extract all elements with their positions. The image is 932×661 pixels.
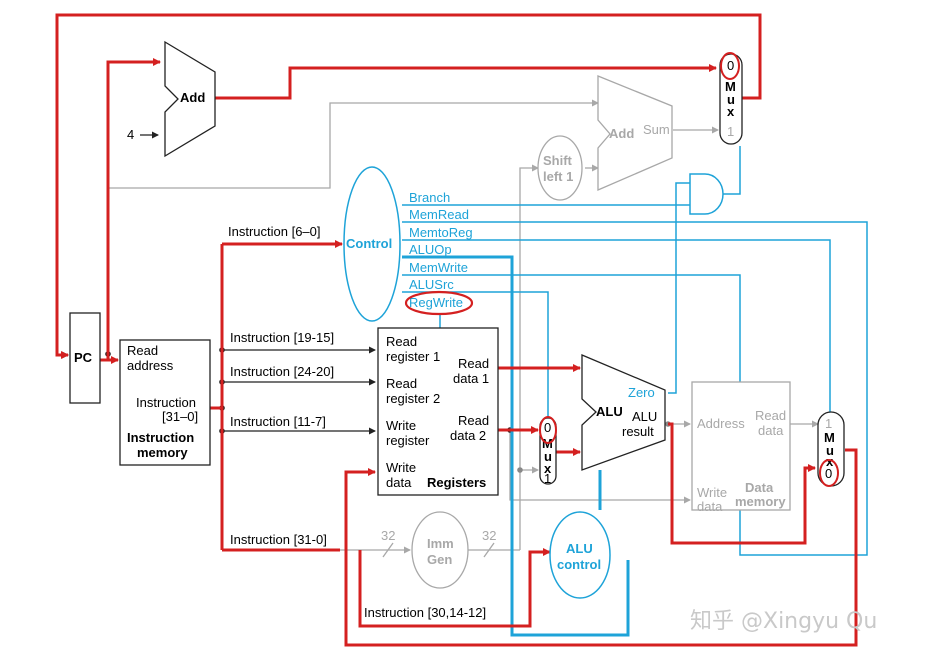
pc-mux-m: M	[725, 79, 736, 94]
field-11-7: Instruction [11-7]	[230, 414, 326, 429]
shift-left: Shift left 1	[537, 135, 583, 201]
im-read-address-1: Read	[127, 343, 158, 358]
im-instruction-2: [31–0]	[162, 409, 198, 424]
field-31-0: Instruction [31-0]	[230, 532, 327, 547]
alu-result-2: result	[622, 424, 654, 439]
field-6-0: Instruction [6–0]	[228, 224, 321, 239]
control-label: Control	[346, 236, 392, 251]
imm-gen: Imm Gen 32 32	[381, 511, 496, 589]
wb-mux-in1: 1	[825, 416, 832, 431]
reg-read-data1-2: data 1	[453, 371, 489, 386]
signal-memread: MemRead	[409, 207, 469, 222]
branch-and-gate	[689, 173, 724, 215]
im-name-2: memory	[137, 445, 188, 460]
signal-alusrc: ALUSrc	[409, 277, 454, 292]
control-wires	[402, 146, 868, 637]
imm-out-width: 32	[482, 528, 496, 543]
dm-read-data-1: Read	[755, 408, 786, 423]
control-unit: Control Branch MemRead MemtoReg ALUOp Me…	[343, 166, 474, 322]
pc-mux-in1: 1	[727, 124, 734, 139]
field-19-15: Instruction [19-15]	[230, 330, 334, 345]
im-instruction-1: Instruction	[136, 395, 196, 410]
imm-gen-2: Gen	[427, 552, 452, 567]
reg-write-reg-1: Write	[386, 418, 416, 433]
wb-mux-m: M	[824, 430, 835, 445]
pc-mux-u: u	[727, 92, 735, 107]
wb-mux-in0: 0	[825, 466, 832, 481]
alu: ALU Zero ALU result	[581, 354, 666, 471]
field-30-14-12: Instruction [30,14-12]	[364, 605, 486, 620]
watermark: 知乎 @Xingyu Qu	[690, 609, 877, 634]
im-name-1: Instruction	[127, 430, 194, 445]
alu-mux-in1: 1	[544, 471, 551, 486]
alu-mux-highlight	[539, 416, 557, 444]
alu-mux-u: u	[544, 449, 552, 464]
branch-adder: Add Sum	[597, 75, 673, 191]
signal-branch: Branch	[409, 190, 450, 205]
alu-label: ALU	[596, 404, 623, 419]
reg-name: Registers	[427, 475, 486, 490]
pc-mux-highlight	[720, 52, 740, 80]
register-file: Read register 1 Read register 2 Write re…	[377, 327, 499, 496]
data-memory: Address Read data Write data Data memory	[691, 381, 791, 514]
regwrite-highlight	[404, 290, 474, 316]
reg-read-data2-1: Read	[458, 413, 489, 428]
dm-write-data-1: Write	[697, 485, 727, 500]
alu-mux-in0: 0	[544, 420, 551, 435]
dm-address: Address	[697, 416, 745, 431]
reg-write-reg-2: register	[386, 433, 430, 448]
memtoreg-mux: 1 M u x 0	[817, 411, 845, 487]
reg-read-reg1-1: Read	[386, 334, 417, 349]
signal-regwrite: RegWrite	[409, 295, 463, 310]
branch-adder-label: Add	[609, 126, 634, 141]
dm-name-2: memory	[735, 494, 786, 509]
branch-adder-sum: Sum	[643, 122, 670, 137]
inactive-wires	[108, 99, 819, 558]
reg-write-data-1: Write	[386, 460, 416, 475]
field-24-20: Instruction [24-20]	[230, 364, 334, 379]
pc-label: PC	[74, 350, 93, 365]
pc-adder-label: Add	[180, 90, 205, 105]
reg-read-data2-2: data 2	[450, 428, 486, 443]
dm-name-1: Data	[745, 480, 774, 495]
reg-read-reg2-1: Read	[386, 376, 417, 391]
imm-gen-1: Imm	[427, 536, 454, 551]
wb-mux-x: x	[826, 454, 834, 469]
wb-mux-u: u	[826, 443, 834, 458]
dm-write-data-2: data	[697, 499, 723, 514]
instruction-memory: Read address Instruction [31–0] Instruct…	[119, 339, 211, 466]
signal-aluop: ALUOp	[409, 242, 452, 257]
signal-memwrite: MemWrite	[409, 260, 468, 275]
reg-read-reg2-2: register 2	[386, 391, 440, 406]
alu-src-mux: 0 M u x 1	[539, 416, 557, 486]
instruction-field-labels: Instruction [6–0] Instruction [19-15] In…	[228, 224, 486, 620]
reg-write-data-2: data	[386, 475, 412, 490]
pc-src-mux: 0 M u x 1	[719, 52, 743, 145]
pc-mux-x: x	[727, 104, 735, 119]
pc-register: PC	[69, 312, 101, 404]
alu-mux-x: x	[544, 461, 552, 476]
alu-control-1: ALU	[566, 541, 593, 556]
shift-left-1: Shift	[543, 153, 573, 168]
active-paths	[55, 13, 858, 647]
alu-result-1: ALU	[632, 409, 657, 424]
reg-read-data1-1: Read	[458, 356, 489, 371]
pc-adder: Add 4	[127, 40, 216, 158]
shift-left-2: left 1	[543, 169, 573, 184]
alu-zero: Zero	[628, 385, 655, 400]
signal-memtoreg: MemtoReg	[409, 225, 473, 240]
alu-control-2: control	[557, 557, 601, 572]
im-read-address-2: address	[127, 358, 174, 373]
reg-read-reg1-2: register 1	[386, 349, 440, 364]
dm-read-data-2: data	[758, 423, 784, 438]
wb-mux-highlight	[819, 459, 839, 487]
const-four-label: 4	[127, 127, 134, 142]
pc-mux-in0: 0	[727, 58, 734, 73]
imm-in-width: 32	[381, 528, 395, 543]
alu-control: ALU control	[549, 511, 611, 599]
